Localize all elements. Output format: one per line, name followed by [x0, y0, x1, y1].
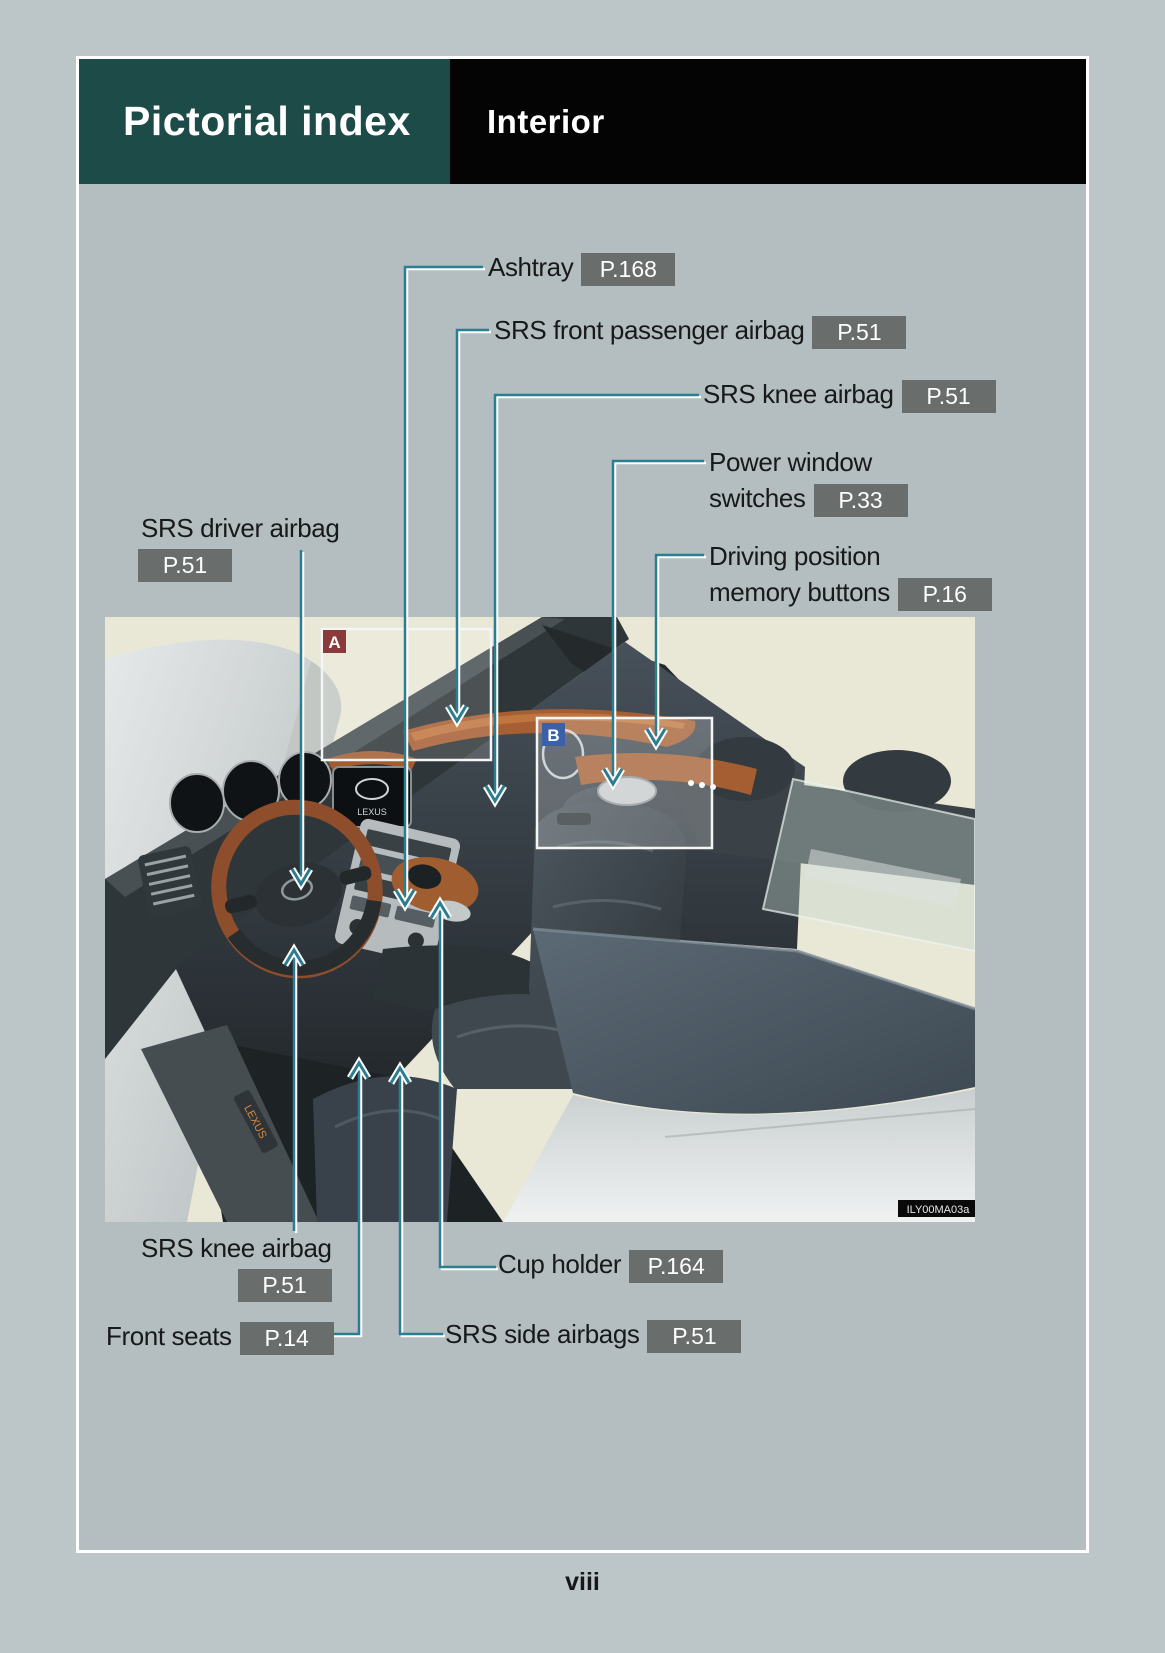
callout-srs-driver-airbag: SRS driver airbag P.51 — [138, 513, 340, 582]
photo-code-plate — [898, 1200, 975, 1217]
page-ref-badge[interactable]: P.33 — [813, 483, 908, 517]
callout-label-line2: switches — [709, 483, 806, 513]
page-ref-badge[interactable]: P.164 — [629, 1249, 724, 1283]
page-ref-badge[interactable]: P.51 — [237, 1268, 332, 1302]
page-ref-badge[interactable]: P.51 — [138, 548, 232, 582]
callout-label: SRS side airbags — [445, 1319, 640, 1349]
page-ref-badge[interactable]: P.16 — [897, 577, 992, 611]
page-title: Pictorial index — [123, 98, 411, 144]
callout-label-line1: Driving position — [709, 541, 881, 571]
photo-code: ILY00MA03a — [907, 1204, 971, 1216]
section-title: Interior — [487, 102, 605, 140]
svg-text:LEXUS: LEXUS — [357, 807, 387, 817]
callout-label: SRS knee airbag — [703, 379, 894, 409]
region-a-label: A — [328, 633, 340, 652]
chapter-header: Pictorial index — [79, 59, 450, 184]
region-a-marker — [323, 630, 346, 653]
callout-srs-knee-airbag-lower: SRS knee airbag P.51 — [141, 1233, 332, 1302]
section-header: Interior — [450, 59, 1086, 184]
callout-label: Ashtray — [488, 252, 574, 282]
interior-photo: LEXUS — [105, 617, 975, 1222]
callout-label-line2: memory buttons — [709, 577, 890, 607]
callout-label: SRS front passenger airbag — [494, 315, 805, 345]
page-ref-badge[interactable]: P.168 — [581, 252, 676, 286]
page-ref-badge[interactable]: P.51 — [901, 379, 996, 413]
page-number: viii — [565, 1568, 600, 1596]
page-ref-badge[interactable]: P.51 — [647, 1319, 742, 1353]
region-b-label: B — [547, 726, 559, 745]
page-ref-badge[interactable]: P.14 — [239, 1321, 334, 1355]
callout-label-line1: Power window — [709, 447, 872, 477]
callout-label: SRS knee airbag — [141, 1233, 332, 1263]
callout-label: Cup holder — [498, 1249, 622, 1279]
callout-label: SRS driver airbag — [141, 513, 340, 543]
callout-label: Front seats — [106, 1321, 232, 1351]
page-ref-badge[interactable]: P.51 — [812, 315, 907, 349]
region-a-box — [320, 627, 493, 762]
